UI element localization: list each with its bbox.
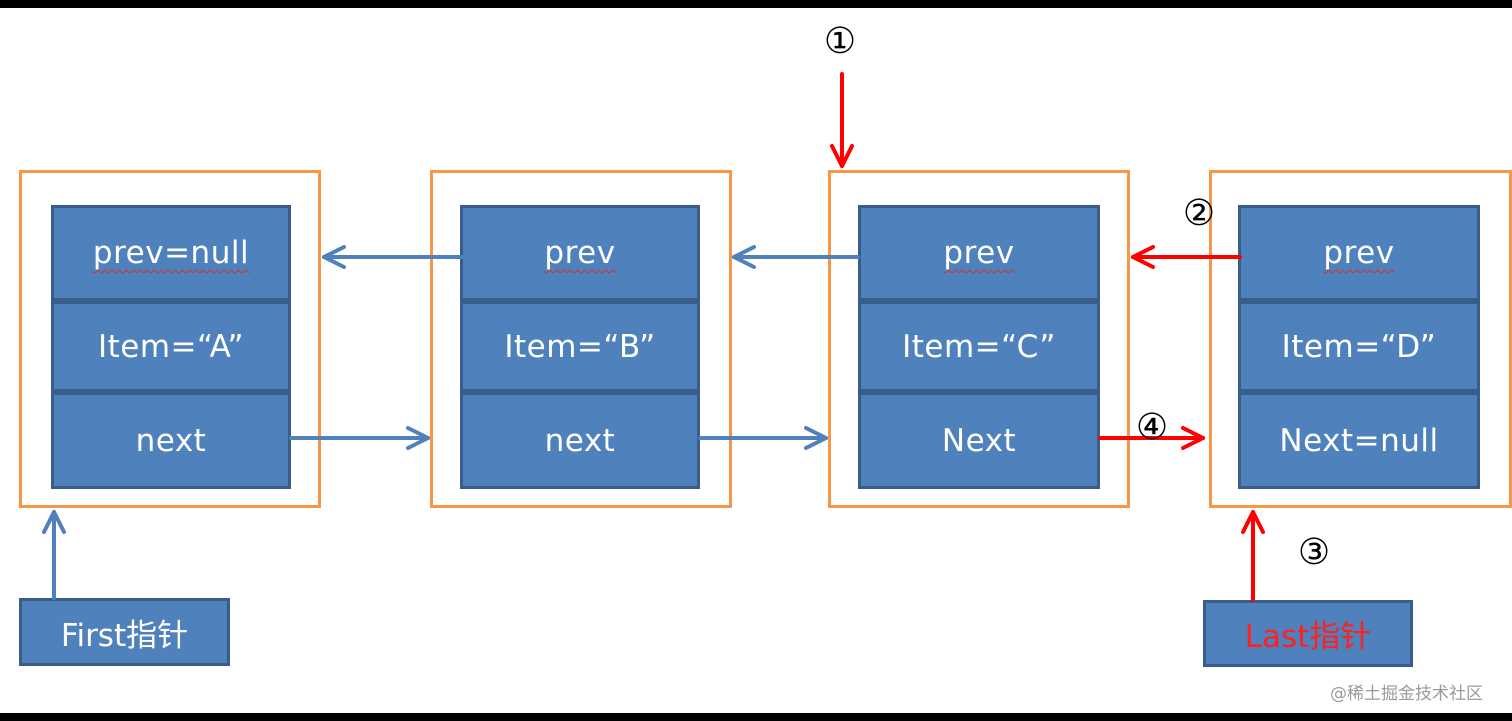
- node-a-prev-field: prev=null: [51, 205, 291, 301]
- node-d-next-field: Next=null: [1238, 392, 1480, 489]
- node-a-item-field: Item=“A”: [51, 301, 291, 392]
- node-d-prev-field: prev: [1238, 205, 1480, 301]
- node-b-next-field: next: [460, 392, 700, 489]
- node-d-item-field: Item=“D”: [1238, 301, 1480, 392]
- step-2-label: ②: [1182, 193, 1216, 234]
- arrow-step2-head: [1131, 245, 1155, 269]
- arrow-a-next-to-b-head: [406, 426, 430, 450]
- arrow-b-prev-to-a-head: [322, 245, 346, 269]
- bottom-border-bar: [0, 713, 1512, 721]
- arrow-c-prev-to-b-head: [732, 245, 756, 269]
- step-3-label: ③: [1297, 532, 1331, 573]
- node-a-next-field: next: [51, 392, 291, 489]
- node-c-prev-field: prev: [858, 205, 1100, 301]
- last-pointer-box: Last指针: [1203, 600, 1413, 667]
- arrow-b-next-to-c-head: [804, 426, 828, 450]
- step-1-label: ①: [823, 21, 857, 62]
- node-c-item-field: Item=“C”: [858, 301, 1100, 392]
- arrow-step4-head: [1181, 426, 1205, 450]
- top-border-bar: [0, 0, 1512, 8]
- node-b-prev-field: prev: [460, 205, 700, 301]
- watermark-text: @稀土掘金技术社区: [1330, 684, 1483, 704]
- arrow-first-pointer-up-head: [42, 510, 66, 534]
- arrow-step1-down-head: [830, 144, 854, 168]
- node-b-item-field: Item=“B”: [460, 301, 700, 392]
- first-pointer-box: First指针: [19, 598, 230, 666]
- arrow-step3-head: [1241, 510, 1265, 534]
- node-c-next-field: Next: [858, 392, 1100, 489]
- step-4-label: ④: [1135, 407, 1169, 448]
